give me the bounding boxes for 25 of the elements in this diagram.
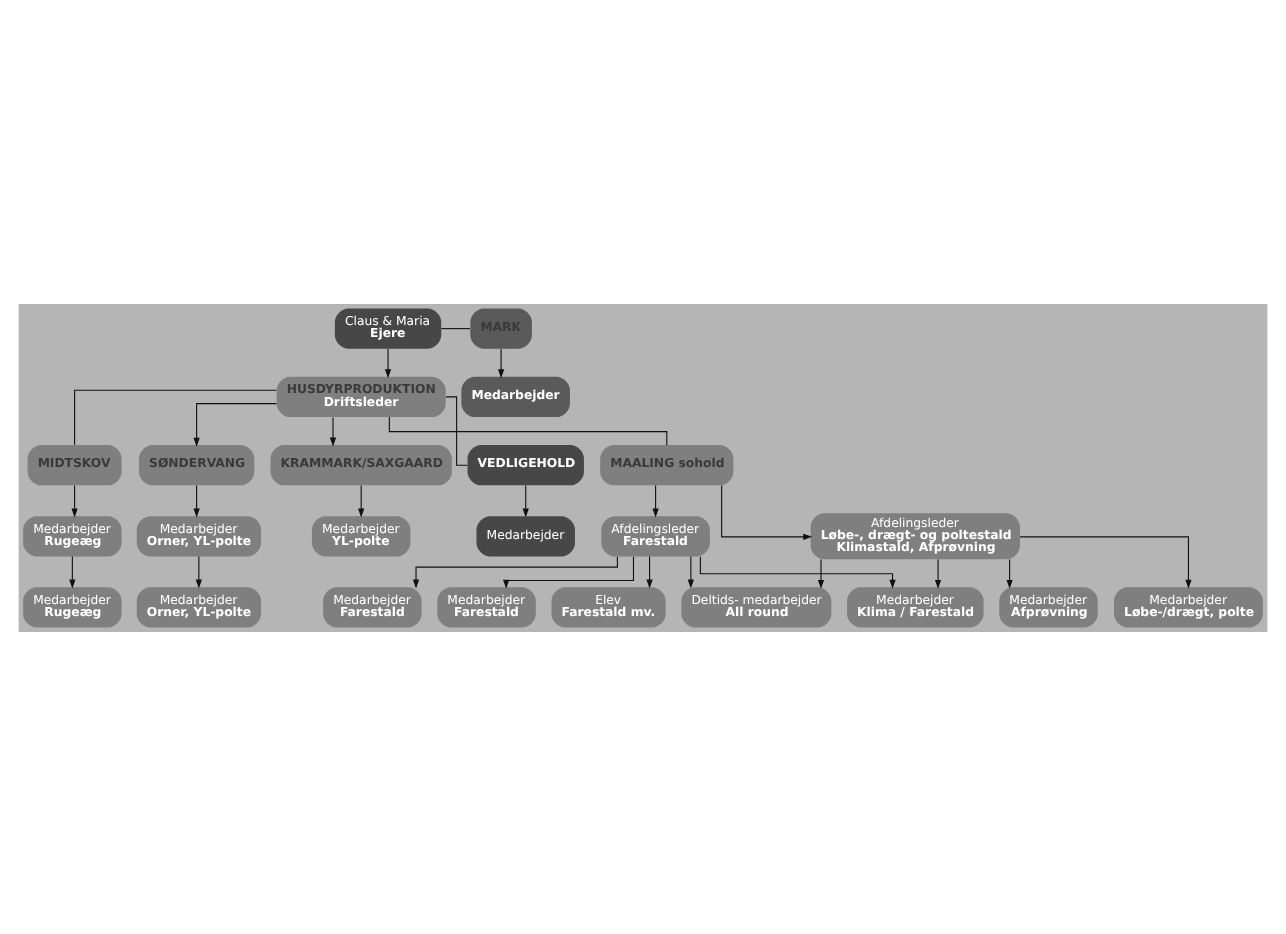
- arrow: [69, 554, 76, 588]
- arrow: [193, 402, 278, 446]
- arrow: [646, 554, 653, 588]
- arrow: [934, 558, 942, 588]
- arrow: [193, 483, 200, 517]
- arrow: [503, 555, 635, 588]
- connector: [440, 327, 471, 329]
- arrow: [329, 415, 337, 446]
- arrow: [522, 483, 529, 517]
- arrow: [721, 484, 813, 539]
- arrow: [195, 554, 202, 588]
- arrow: [358, 483, 365, 517]
- arrow: [699, 555, 896, 588]
- connector: [388, 415, 668, 445]
- arrow: [687, 554, 694, 588]
- arrow: [384, 347, 392, 378]
- arrow: [412, 555, 618, 588]
- arrow: [652, 483, 659, 517]
- arrow: [497, 347, 505, 378]
- connector: [445, 395, 468, 465]
- arrow: [71, 483, 78, 517]
- connector: [74, 388, 277, 445]
- arrow: [1019, 535, 1192, 588]
- arrow: [1006, 558, 1013, 588]
- arrow: [817, 558, 825, 588]
